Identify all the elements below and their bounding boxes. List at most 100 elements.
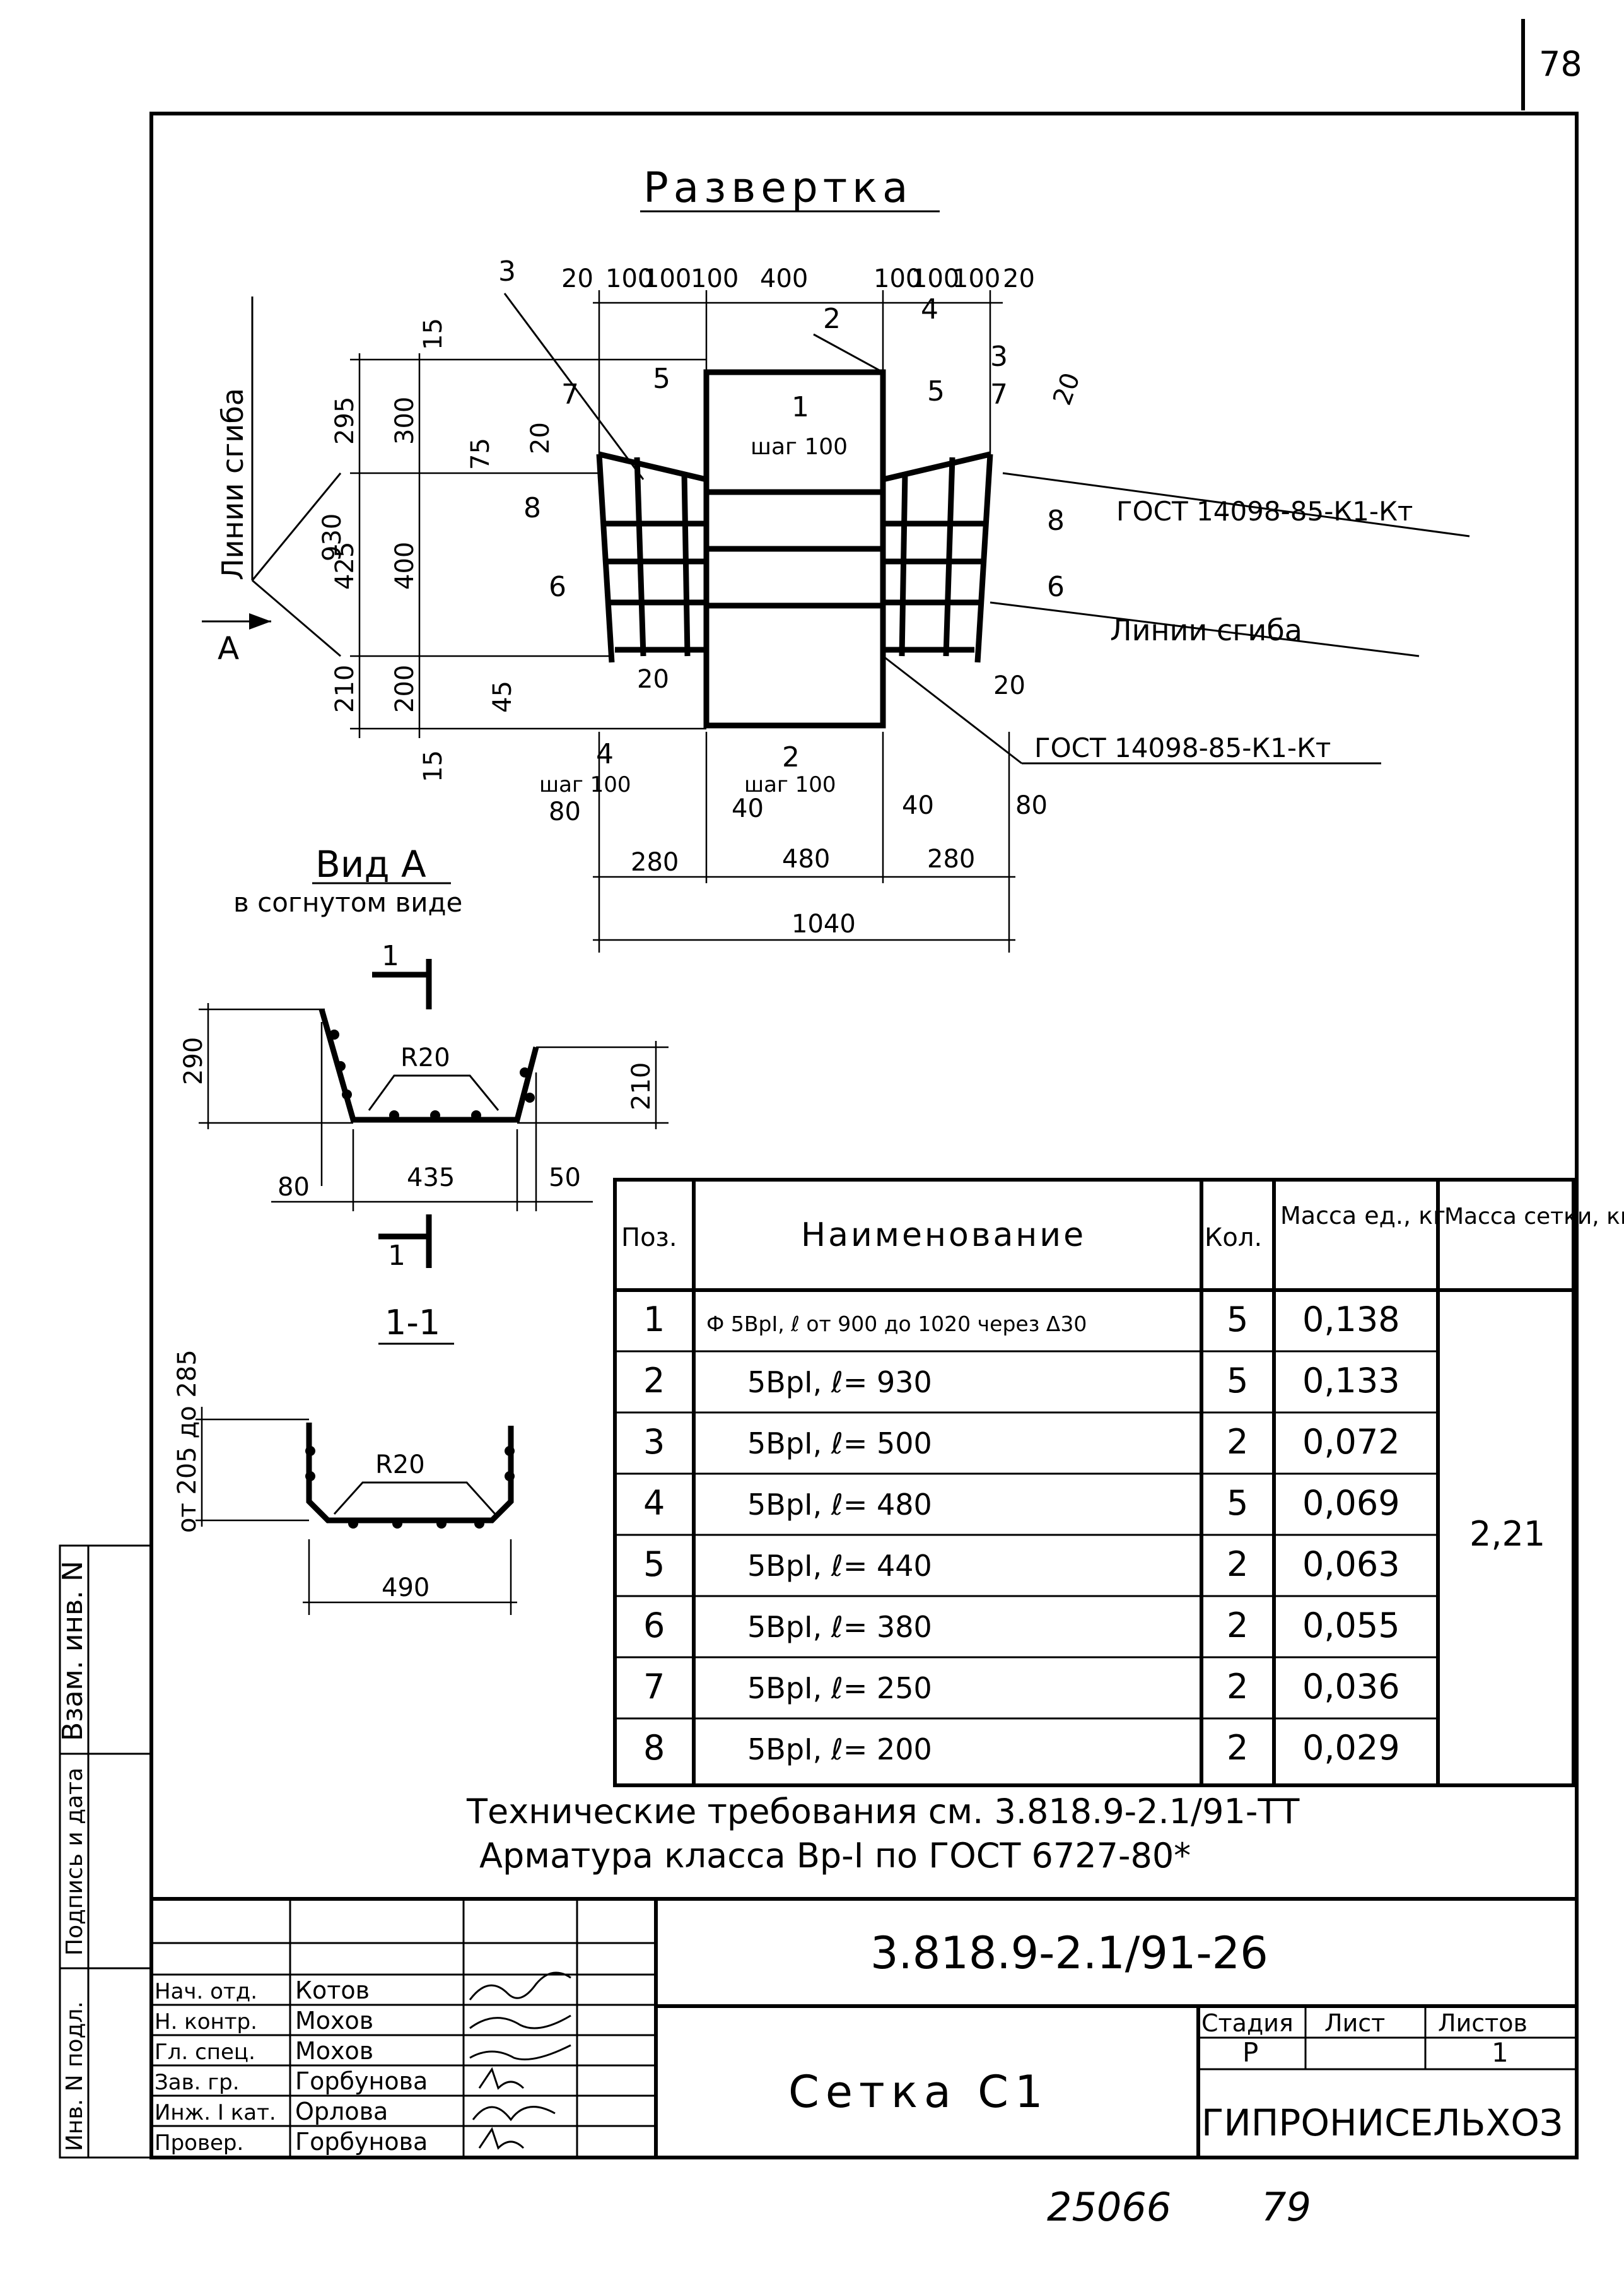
drawing-label: 100: [643, 264, 691, 293]
drawing-label: 45: [488, 681, 517, 713]
document-name: Сетка С1: [788, 2066, 1049, 2118]
drawing-label: 2: [782, 741, 800, 773]
drawing-label: 2: [823, 303, 841, 335]
view-a-subtitle: в согнутом виде: [233, 887, 462, 918]
drawing-label: 100: [605, 264, 653, 293]
drawing-label: 2: [1227, 1667, 1248, 1706]
drawing-label: 280: [927, 845, 975, 874]
drawing-label: 490: [382, 1573, 429, 1602]
drawing-label: 1: [643, 1300, 665, 1339]
drawing-label: 6: [643, 1606, 665, 1645]
drawing-label: 1: [388, 1240, 406, 1272]
drawing-label: 5: [1227, 1361, 1248, 1400]
drawing-label: 5: [927, 375, 945, 408]
drawing-label: 50: [549, 1163, 581, 1192]
drawing-label: 100: [911, 264, 959, 293]
drawing-label: 400: [760, 264, 808, 293]
sheets-header: Листов: [1438, 2009, 1528, 2037]
drawing-label: 295: [330, 397, 359, 445]
stamp-replacement: Взам. инв. N: [57, 1561, 89, 1741]
drawing-label: 200: [390, 665, 419, 713]
table-row: 5 5ВрI, ℓ= 440 2 0,063: [643, 1544, 1400, 1584]
table-row: 7 5ВрI, ℓ= 250 2 0,036: [643, 1667, 1400, 1706]
drawing-label: 4: [643, 1483, 665, 1523]
drawing-label: 2: [1227, 1422, 1248, 1462]
drawing-label: 0,069: [1302, 1483, 1400, 1523]
drawing-label: 20: [1048, 369, 1086, 409]
stamp-signature: Подпись и дата: [62, 1768, 88, 1956]
staff-role: Инж. I кат.: [155, 2100, 276, 2125]
drawing-label: 210: [330, 665, 359, 713]
drawing-label: 5ВрI, ℓ= 500: [747, 1426, 932, 1460]
staff-role: Н. контр.: [155, 2009, 257, 2035]
gost-note-bottom: ГОСТ 14098-85-К1-Кт: [1034, 732, 1331, 763]
drawing-label: 300: [390, 397, 419, 445]
table-row: 3 5ВрI, ℓ= 500 2 0,072: [643, 1422, 1400, 1462]
sheet-header: Лист: [1324, 2009, 1385, 2037]
drawing-label: 280: [631, 848, 679, 877]
drawing-label: 40: [902, 791, 934, 820]
drawing-label: 6: [549, 571, 566, 603]
view-a: Вид А в согнутом виде 1 R20 290 210 80 4…: [179, 843, 669, 1272]
drawing-label: 2: [1227, 1728, 1248, 1768]
pitch-label-right: шаг 100: [744, 772, 836, 797]
view-a-arrow-label: А: [218, 630, 239, 667]
staff-role: Провер.: [155, 2130, 243, 2156]
drawing-label: 290: [179, 1037, 208, 1085]
drawing-label: 20: [1003, 264, 1035, 293]
drawing-label: 400: [390, 542, 419, 590]
drawing-label: 75: [466, 438, 495, 470]
drawing-label: 5: [653, 363, 670, 395]
table-row: 1 Ф 5ВрI, ℓ от 900 до 1020 через Δ30 5 0…: [643, 1300, 1400, 1339]
pitch-label-left: шаг 100: [539, 772, 631, 797]
drawing-label: 20: [526, 422, 555, 454]
section-1-1: 1-1 R20 от 205 до 285 490: [173, 1303, 517, 1615]
drawing-label: 1: [382, 940, 399, 972]
drawing-label: 8: [523, 492, 541, 524]
page-number: 78: [1539, 44, 1582, 84]
sheet-reference: 79: [1261, 2184, 1311, 2230]
drawing-label: 2: [1227, 1544, 1248, 1584]
drawing-label: 2: [643, 1361, 665, 1400]
drawing-label: 40: [732, 794, 764, 823]
table-row: 8 5ВрI, ℓ= 200 2 0,029: [643, 1728, 1400, 1768]
section-title: 1-1: [385, 1303, 440, 1342]
drawing-label: 7: [561, 379, 579, 411]
staff-role: Зав. гр.: [155, 2070, 240, 2095]
table-header-qty: Кол.: [1205, 1223, 1262, 1252]
drawing-label: 8: [1047, 505, 1065, 537]
staff-name: Котов: [295, 1976, 370, 2004]
note-reinforcement-class: Арматура класса Вр-I по ГОСТ 6727-80*: [479, 1836, 1191, 1876]
drawing-title: Развертка: [643, 163, 913, 212]
staff-name: Горбунова: [295, 2067, 428, 2095]
drawing-label: 0,029: [1302, 1728, 1400, 1768]
drawing-label: 3: [990, 341, 1008, 373]
drawing-label: 930: [318, 514, 347, 561]
document-code: 3.818.9-2.1/91-26: [870, 1927, 1268, 1979]
table-row: 6 5ВрI, ℓ= 380 2 0,055: [643, 1606, 1400, 1645]
stage-value: Р: [1242, 2037, 1258, 2068]
drawing-label: 7: [643, 1667, 665, 1706]
drawing-label: 5: [643, 1544, 665, 1584]
staff-name: Мохов: [295, 2037, 373, 2065]
stage-header: Стадия: [1201, 2009, 1294, 2037]
drawing-label: 100: [873, 264, 921, 293]
drawing-label: 80: [277, 1173, 310, 1202]
drawing-label: 5: [1227, 1483, 1248, 1523]
drawing-label: 0,055: [1302, 1606, 1400, 1645]
drawing-label: 7: [990, 379, 1008, 411]
staff-name: Орлова: [295, 2098, 388, 2125]
drawing-label: 5ВрI, ℓ= 440: [747, 1549, 932, 1583]
drawing-label: 0,063: [1302, 1544, 1400, 1584]
table-row: 4 5ВрI, ℓ= 480 5 0,069: [643, 1483, 1400, 1523]
drawing-label: 6: [1047, 571, 1065, 603]
drawing-label: 480: [782, 845, 830, 874]
sheet-frame: [149, 112, 1579, 2159]
drawing-label: 0,036: [1302, 1667, 1400, 1706]
table-header-pos: Поз.: [621, 1223, 677, 1252]
inventory-number: 25066: [1047, 2184, 1171, 2230]
drawing-label: 5ВрI, ℓ= 200: [747, 1732, 932, 1766]
staff-role: Гл. спец.: [155, 2040, 255, 2065]
drawing-label: 100: [952, 264, 1000, 293]
